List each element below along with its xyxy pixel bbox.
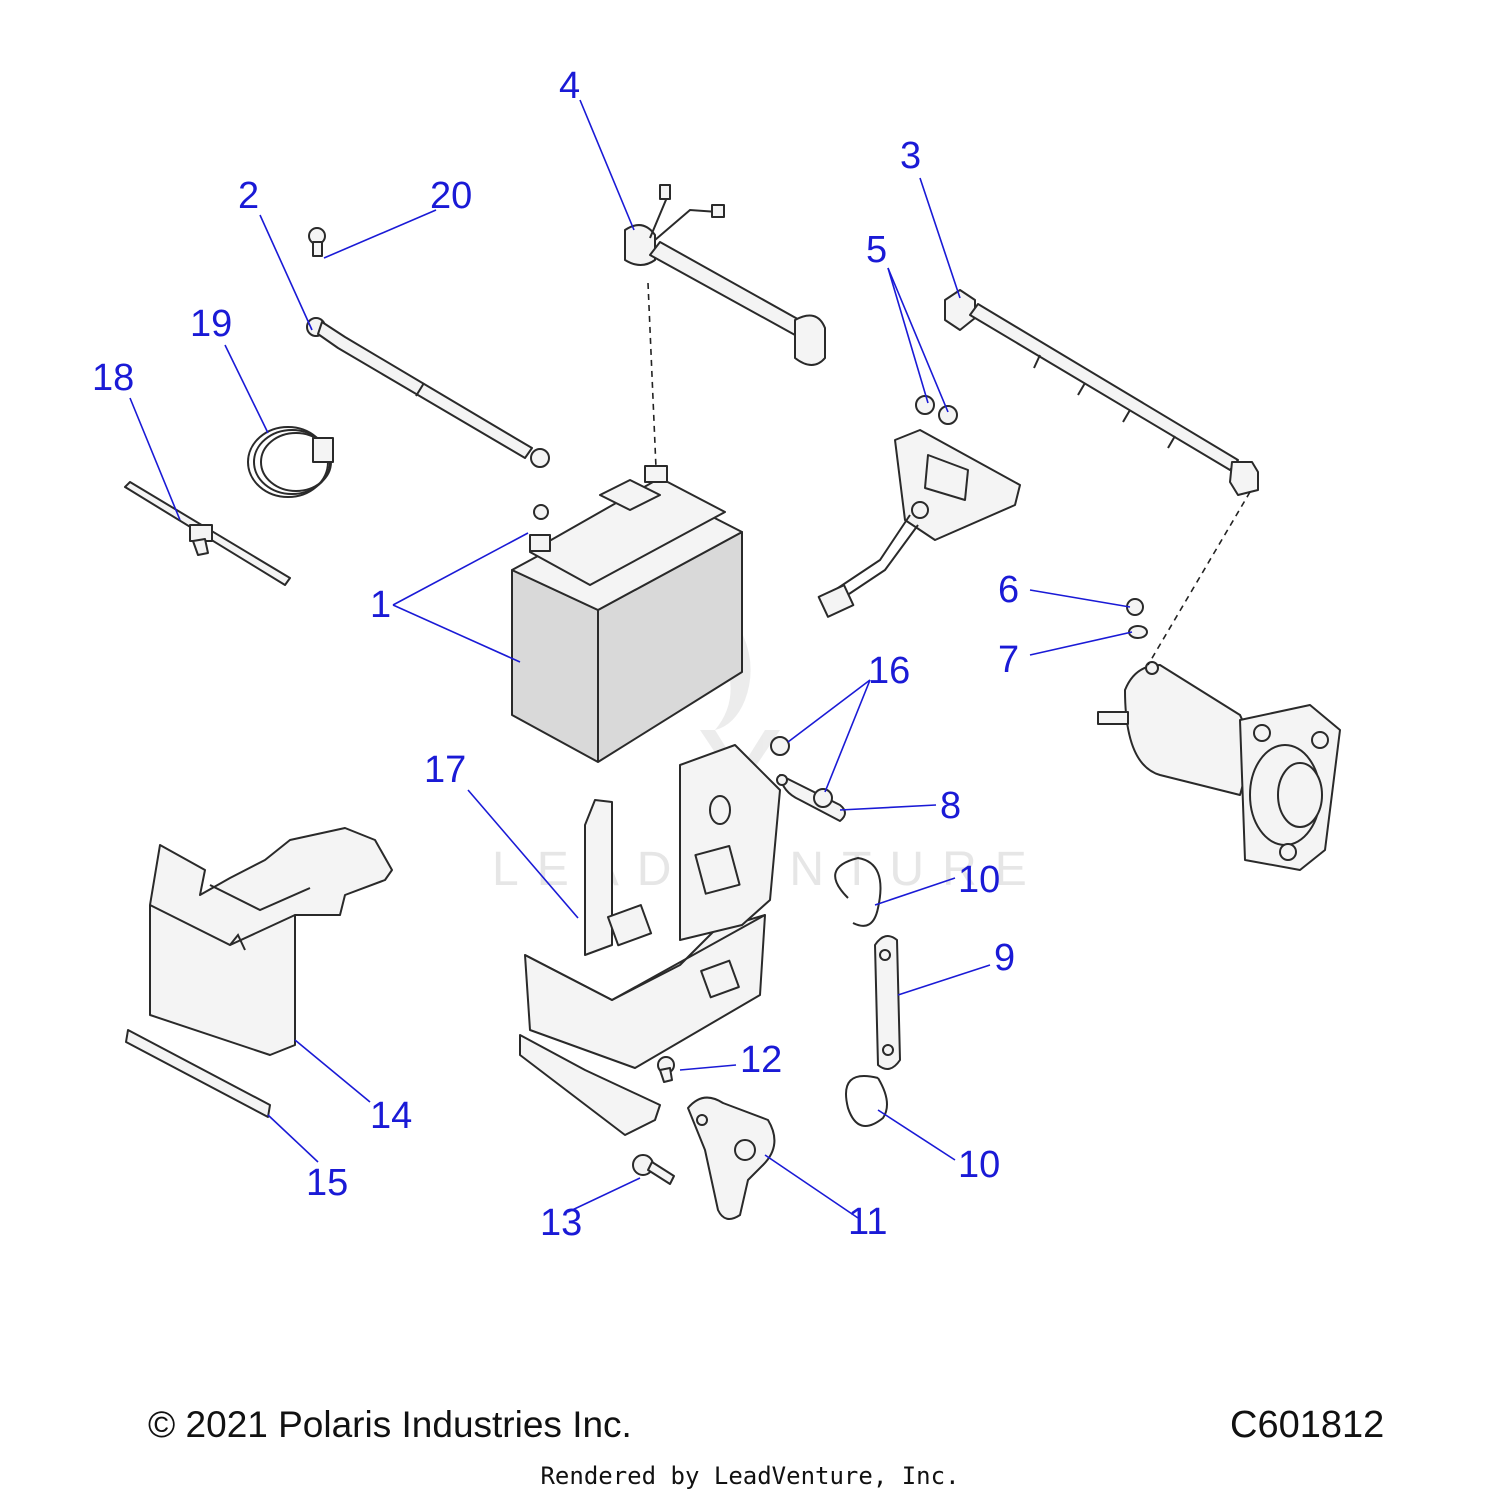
callout-15: 15 bbox=[306, 1162, 348, 1204]
callout-5: 5 bbox=[866, 229, 887, 271]
callout-3: 3 bbox=[900, 135, 921, 177]
battery-cover bbox=[149, 827, 393, 1056]
callout-17: 17 bbox=[424, 749, 466, 791]
strap bbox=[874, 935, 901, 1070]
leader-lines bbox=[129, 99, 1133, 1219]
callout-20: 20 bbox=[430, 175, 472, 217]
cable-ties bbox=[247, 426, 334, 498]
clip-upper bbox=[834, 856, 882, 927]
callouts: 1 2 3 4 5 6 7 8 9 10 10 11 12 13 14 15 1… bbox=[92, 65, 1019, 1244]
callout-10-lower: 10 bbox=[958, 1144, 1000, 1186]
starter-solenoid bbox=[817, 395, 1021, 618]
mounting-bracket bbox=[687, 1096, 776, 1220]
callout-12: 12 bbox=[740, 1039, 782, 1081]
hold-down-strap bbox=[776, 774, 846, 822]
starter-motor bbox=[1097, 661, 1341, 871]
callout-16: 16 bbox=[868, 650, 910, 692]
bolt-20 bbox=[308, 227, 326, 257]
copyright-notice: © 2021 Polaris Industries Inc. bbox=[148, 1404, 632, 1445]
callout-13: 13 bbox=[540, 1202, 582, 1244]
foam-strip bbox=[125, 1029, 271, 1118]
bolt-13 bbox=[632, 1154, 675, 1185]
connector-line-starter bbox=[1147, 491, 1251, 666]
wire-harness-boot bbox=[624, 184, 826, 366]
clip-lower bbox=[845, 1075, 888, 1127]
callout-19: 19 bbox=[190, 303, 232, 345]
cable-tie-clip bbox=[124, 481, 291, 586]
battery-tray bbox=[519, 744, 781, 1136]
diagram-code: C601812 bbox=[1230, 1404, 1385, 1446]
callout-8: 8 bbox=[940, 785, 961, 827]
callout-4: 4 bbox=[559, 65, 580, 107]
callout-7: 7 bbox=[998, 639, 1019, 681]
callout-18: 18 bbox=[92, 357, 134, 399]
flange-nuts bbox=[770, 736, 833, 808]
battery-cable-negative bbox=[306, 317, 550, 468]
callout-11: 11 bbox=[848, 1201, 887, 1243]
callout-9: 9 bbox=[994, 937, 1015, 979]
starter-cable bbox=[944, 289, 1259, 496]
bolt-12 bbox=[657, 1056, 675, 1083]
callout-6: 6 bbox=[998, 569, 1019, 611]
battery bbox=[511, 465, 743, 763]
callout-1: 1 bbox=[370, 584, 391, 626]
connector-line-battery bbox=[647, 282, 657, 469]
callout-10-upper: 10 bbox=[958, 859, 1000, 901]
callout-2: 2 bbox=[238, 175, 259, 217]
render-credit: Rendered by LeadVenture, Inc. bbox=[540, 1462, 960, 1490]
callout-14: 14 bbox=[370, 1095, 412, 1137]
